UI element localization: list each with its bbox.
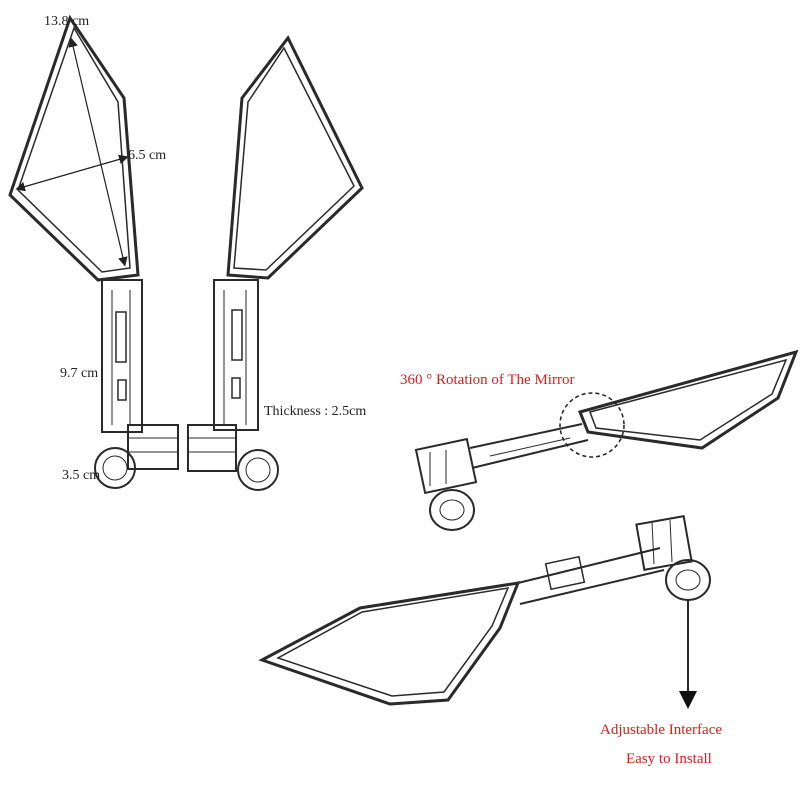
- bottom-mirror-base: [665, 559, 711, 601]
- bottom-mirror-frame: [258, 581, 521, 706]
- arm-length-label: 9.7 cm: [60, 366, 99, 381]
- bottom-mirror-view: [258, 515, 711, 706]
- left-mirror-base: [94, 447, 136, 489]
- length-dimension: [68, 37, 128, 267]
- side-mirror-frame: [577, 349, 799, 450]
- rotation-highlight-circle: [559, 392, 625, 458]
- length-label: 13.8 cm: [44, 14, 90, 29]
- dimension-lines: [15, 37, 129, 267]
- right-mirror: [187, 35, 364, 491]
- easy-install-callout: Easy to Install: [626, 751, 712, 767]
- left-mirror-arm: [101, 279, 143, 433]
- thickness-label: Thickness : 2.5cm: [264, 404, 367, 419]
- left-mirror: [8, 14, 179, 489]
- right-mirror-base: [237, 449, 279, 491]
- right-mirror-arm: [213, 279, 259, 431]
- width-dimension: [15, 154, 129, 192]
- rotation-callout: 360 ° Rotation of The Mirror: [400, 372, 575, 388]
- side-mirror-view: [414, 349, 799, 531]
- adjustable-interface-callout: Adjustable Interface: [600, 722, 723, 738]
- side-mirror-base: [429, 489, 475, 531]
- width-label: 6.5 cm: [128, 148, 167, 163]
- base-diameter-label: 3.5 cm: [62, 468, 101, 483]
- right-mirror-frame: [226, 35, 364, 280]
